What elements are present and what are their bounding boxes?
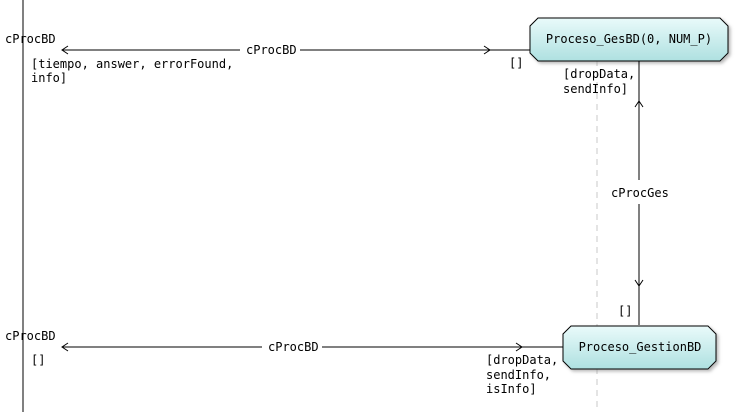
vertical-channel-bottom-params: [] (618, 304, 632, 318)
bottom-channel-arrow-left-icon (61, 342, 69, 352)
left-port-bottom-params: [] (31, 353, 45, 367)
process-bottom-name: Proceso_GestionBD (579, 340, 702, 354)
top-channel-end-params: [] (509, 56, 523, 70)
bottom-channel-arrow-right-icon (515, 342, 523, 352)
process-bottom-shape[interactable] (562, 325, 717, 370)
process-top-name: Proceso_GesBD(0, NUM_P) (546, 32, 712, 46)
process-bottom[interactable]: Proceso_GestionBD (562, 325, 717, 370)
vertical-channel-label: cProcGes (611, 186, 669, 200)
left-port-top-name: cProcBD (5, 32, 56, 46)
bottom-channel-end-params-line3: isInfo] (486, 382, 537, 396)
top-channel-arrow-right-icon (483, 45, 491, 55)
vertical-channel-arrow-up-icon (634, 100, 644, 108)
top-channel-label: cProcBD (246, 43, 297, 57)
vertical-channel-top-params-line2: sendInfo] (563, 82, 628, 96)
bottom-channel-label: cProcBD (268, 340, 319, 354)
process-top[interactable]: Proceso_GesBD(0, NUM_P) (529, 17, 729, 62)
process-top-shape[interactable] (529, 17, 729, 62)
left-port-top-params-line2: info] (31, 71, 67, 85)
bottom-channel-end-params-line1: [dropData, (486, 353, 558, 367)
top-channel-arrow-left-icon (61, 45, 69, 55)
vertical-channel-arrow-down-icon (634, 279, 644, 287)
vertical-channel-top-params-line1: [dropData, (563, 67, 635, 81)
left-port-bottom-name: cProcBD (5, 329, 56, 343)
left-port-top-params-line1: [tiempo, answer, errorFound, (31, 57, 233, 71)
bottom-channel-end-params-line2: sendInfo, (486, 368, 551, 382)
